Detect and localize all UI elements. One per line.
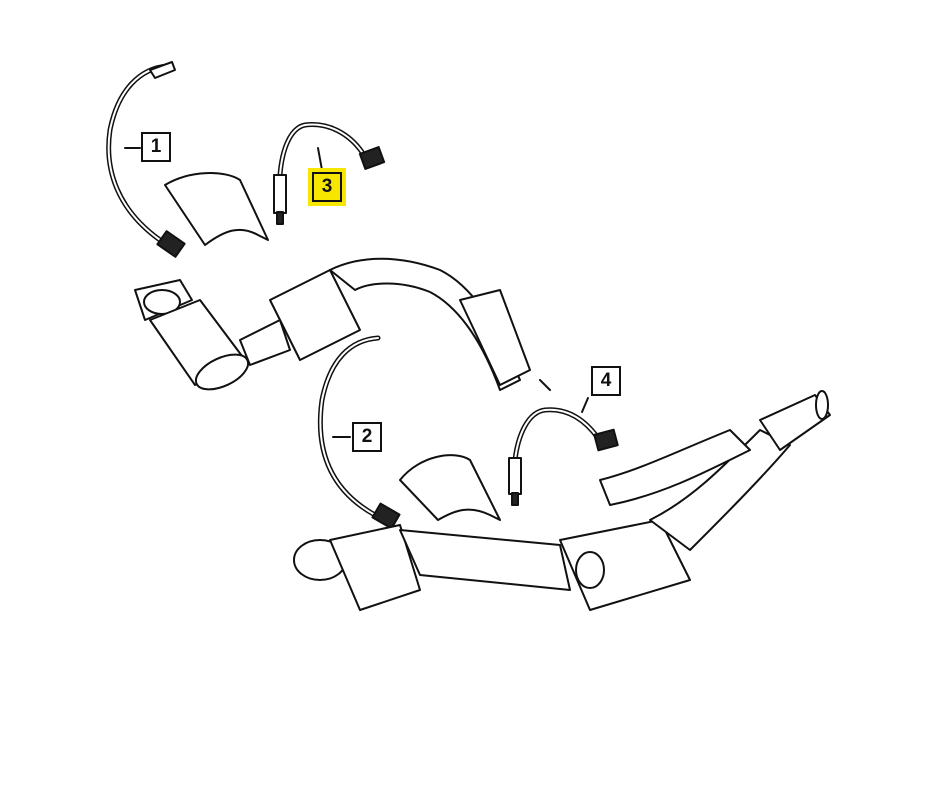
oxygen-sensor-1 [106,61,186,258]
heat-shield-2 [399,454,501,521]
exhaust-lower-assembly [293,390,831,611]
callout-1[interactable]: 1 [141,132,171,162]
oxygen-sensor-4 [508,397,619,506]
callout-3-highlighted[interactable]: 3 [312,172,342,202]
callout-4[interactable]: 4 [591,366,621,396]
exhaust-upper-assembly [134,257,551,391]
oxygen-sensor-3 [273,122,386,225]
callout-2[interactable]: 2 [352,422,382,452]
oxygen-sensor-2 [317,335,401,530]
heat-shield-1 [164,172,269,246]
